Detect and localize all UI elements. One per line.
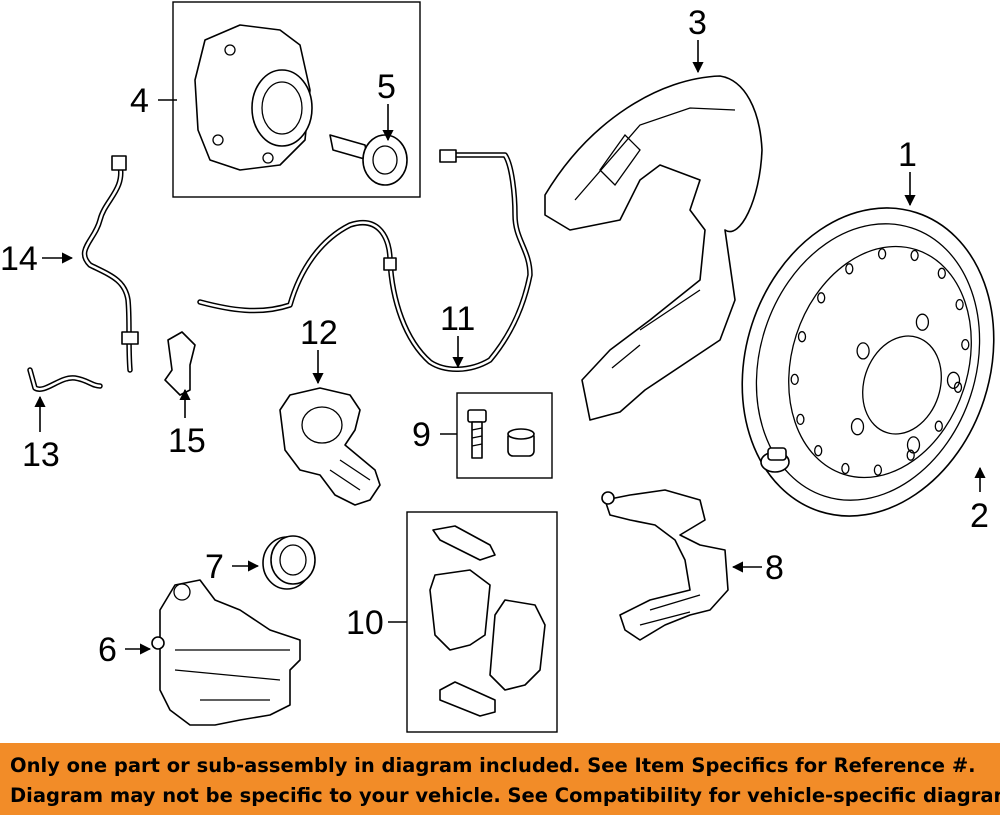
disclaimer-banner: Only one part or sub-assembly in diagram… <box>0 743 1000 815</box>
rotor-vent-hole <box>955 298 964 311</box>
fastener-kit-box <box>456 392 553 479</box>
rotor-vent-hole <box>906 449 915 461</box>
abs-sensor-harness-small <box>27 367 103 392</box>
brake-parts-diagram: 1 2 3 4 5 6 7 8 9 10 11 12 13 14 15 <box>0 1 995 733</box>
rotor-vent-hole <box>790 373 799 386</box>
dust-shield <box>544 75 763 421</box>
disclaimer-line-2: Diagram may not be specific to your vehi… <box>10 784 1000 807</box>
hub-bolt <box>329 134 408 186</box>
callout-6: 6 <box>98 631 117 669</box>
rotor-vent-hole <box>937 267 946 279</box>
rotor-vent-hole <box>817 292 826 304</box>
pad-wear-sensor-wire <box>197 149 533 372</box>
leader-lines <box>34 40 986 655</box>
rotor-screw <box>760 447 790 473</box>
callout-1: 1 <box>898 136 917 174</box>
brake-caliper <box>151 579 301 726</box>
rotor-lug-hole <box>915 313 930 331</box>
rotor-vent-hole <box>797 331 807 343</box>
caliper-bracket <box>601 489 729 641</box>
fastener-kit <box>467 409 535 459</box>
rotor-vent-hole <box>877 248 887 260</box>
rotor-lug-hole <box>850 418 865 436</box>
sensor-bracket <box>164 331 196 396</box>
callout-15: 15 <box>168 422 206 460</box>
callout-14: 14 <box>0 240 38 278</box>
rotor-lug-hole <box>856 342 870 360</box>
callout-3: 3 <box>688 4 707 42</box>
brake-rotor <box>741 207 995 517</box>
callout-2: 2 <box>970 497 989 535</box>
callout-9: 9 <box>412 416 431 454</box>
rotor-vent-hole <box>910 249 919 262</box>
callout-11: 11 <box>440 300 475 338</box>
disclaimer-line-1: Only one part or sub-assembly in diagram… <box>10 754 976 777</box>
rotor-vent-hole <box>953 381 963 393</box>
abs-sensor-harness-left <box>81 155 139 373</box>
rotor-lug-hole <box>946 371 961 389</box>
callout-13: 13 <box>22 436 60 474</box>
rotor-vent-hole <box>814 445 823 457</box>
rotor-vent-hole <box>961 338 970 351</box>
callout-7: 7 <box>205 548 224 586</box>
piston-seal <box>262 535 316 590</box>
rotor-vent-hole <box>796 413 805 426</box>
rotor-vent-hole <box>845 263 854 275</box>
callout-12: 12 <box>300 314 338 352</box>
callout-4: 4 <box>130 82 149 120</box>
callout-labels: 1 2 3 4 5 6 7 8 9 10 11 12 13 14 15 <box>0 4 989 669</box>
parking-brake-motor <box>279 387 381 506</box>
brake-pad-kit <box>429 525 546 717</box>
callout-8: 8 <box>765 549 784 587</box>
hub-bearing <box>194 24 313 171</box>
rotor-vent-hole <box>841 462 850 475</box>
callout-5: 5 <box>377 68 396 106</box>
rotor-vent-hole <box>873 464 883 476</box>
rotor-vent-hole <box>934 420 943 432</box>
rotor-lug-hole <box>906 436 921 454</box>
callout-10: 10 <box>346 604 384 642</box>
